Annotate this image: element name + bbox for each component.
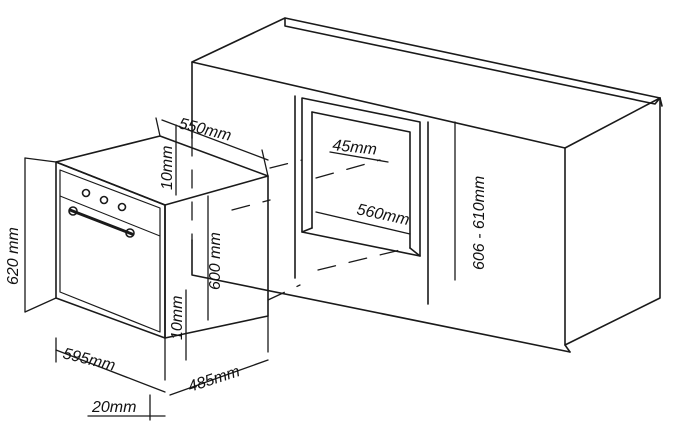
cabinet-right-side xyxy=(564,97,661,346)
dimension-lines xyxy=(24,117,456,421)
label-oven-width: 595mm xyxy=(61,345,117,374)
label-oven-body-depth: 485mm xyxy=(186,363,242,396)
cabinet-bottom-edge xyxy=(191,239,571,353)
label-oven-height: 620 mm xyxy=(5,227,22,285)
label-oven-inner-height: 600 mm xyxy=(207,232,224,290)
label-cabinet-depth: 560mm xyxy=(355,201,411,229)
dimension-labels: 550mm 10mm 45mm 560mm 606 - 610mm 620 mm… xyxy=(5,115,488,416)
oven-knob xyxy=(117,202,127,212)
kitchen-cabinet xyxy=(191,17,663,353)
label-top-gap: 10mm xyxy=(159,146,176,190)
cabinet-top xyxy=(191,17,661,149)
guide-lines xyxy=(191,137,401,301)
oven-knob xyxy=(81,188,91,198)
oven-handle xyxy=(68,208,134,236)
label-front-overhang: 20mm xyxy=(91,399,136,416)
oven-knob xyxy=(99,195,109,205)
label-cabinet-height: 606 - 610mm xyxy=(471,176,488,270)
label-oven-depth: 550mm xyxy=(177,115,233,144)
label-cavity-offset: 45mm xyxy=(332,137,378,159)
label-bottom-gap: 10mm xyxy=(169,296,186,340)
